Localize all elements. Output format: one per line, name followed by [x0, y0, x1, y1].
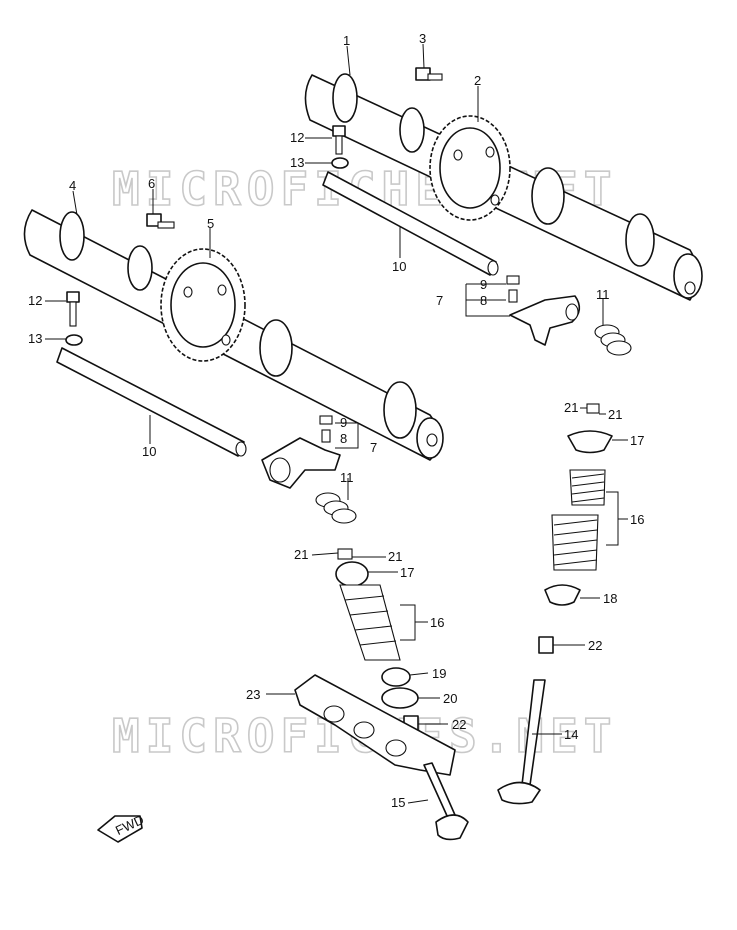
- callout-16-right: 16: [630, 512, 644, 527]
- callout-9-upper: 9: [480, 277, 487, 292]
- callout-15: 15: [391, 795, 405, 810]
- callout-17-right: 17: [630, 433, 644, 448]
- callout-10-upper: 10: [392, 259, 406, 274]
- callout-21-left-a: 21: [294, 547, 308, 562]
- callout-3: 3: [419, 31, 426, 46]
- rocker-shaft-lower: [56, 347, 245, 457]
- callouts: 1 2 3 4 5 6 7 7 8 8 9 9 10 10 11 11 12 1…: [28, 31, 644, 810]
- callout-7-lower: 7: [370, 440, 377, 455]
- callout-21-left-b: 21: [388, 549, 402, 564]
- cotter-21-left: [337, 548, 353, 560]
- valve-14: [497, 679, 546, 805]
- callout-16-left: 16: [430, 615, 444, 630]
- seal-22-right: [538, 636, 554, 654]
- rocker-arm-lower: [261, 415, 341, 489]
- callout-22-left: 22: [452, 717, 466, 732]
- bolt-6: [146, 213, 175, 229]
- callout-1: 1: [343, 33, 350, 48]
- callout-6: 6: [148, 176, 155, 191]
- valve-spring-16-left: [339, 584, 401, 661]
- callout-5: 5: [207, 216, 214, 231]
- retainer-17-right: [567, 430, 613, 454]
- callout-14: 14: [564, 727, 578, 742]
- callout-2: 2: [474, 73, 481, 88]
- callout-7-upper: 7: [436, 293, 443, 308]
- spring-11-lower: [315, 492, 357, 524]
- callout-20: 20: [443, 691, 457, 706]
- callout-21-right-a: 21: [564, 400, 578, 415]
- callout-10-lower: 10: [142, 444, 156, 459]
- callout-22-right: 22: [588, 638, 602, 653]
- callout-8-lower: 8: [340, 431, 347, 446]
- valve-15: [423, 762, 469, 841]
- callout-8-upper: 8: [480, 293, 487, 308]
- leader-lines: [45, 43, 628, 804]
- callout-11-upper: 11: [596, 287, 610, 302]
- callout-11-lower: 11: [340, 470, 354, 485]
- sprocket-lower: [160, 248, 246, 362]
- washer-20-left: [381, 687, 419, 709]
- rocker-arm-upper: [506, 275, 581, 346]
- cotter-21-right: [586, 403, 600, 414]
- gasket-23: [294, 674, 456, 776]
- callout-12-lower: 12: [28, 293, 42, 308]
- fwd-arrow: FWD: [97, 812, 146, 843]
- callout-17-left: 17: [400, 565, 414, 580]
- seat-18-right: [544, 584, 581, 606]
- rocker-shaft-upper: [322, 171, 497, 276]
- sprocket-upper: [429, 115, 511, 221]
- callout-12-upper: 12: [290, 130, 304, 145]
- callout-13-lower: 13: [28, 331, 42, 346]
- callout-19: 19: [432, 666, 446, 681]
- bolt-12-lower: [66, 291, 80, 327]
- valve-spring-16-right: [551, 469, 606, 571]
- seat-19-left: [381, 667, 411, 687]
- callout-21-right-b: 21: [608, 407, 622, 422]
- callout-13-upper: 13: [290, 155, 304, 170]
- bolt-3: [415, 67, 443, 81]
- bolt-12-upper: [332, 125, 346, 155]
- washer-13-lower: [65, 334, 83, 346]
- callout-23: 23: [246, 687, 260, 702]
- callout-9-lower: 9: [340, 415, 347, 430]
- washer-13-upper: [331, 157, 349, 169]
- callout-4: 4: [69, 178, 76, 193]
- spring-11-upper: [594, 324, 632, 356]
- retainer-17-left: [335, 561, 369, 587]
- callout-18: 18: [603, 591, 617, 606]
